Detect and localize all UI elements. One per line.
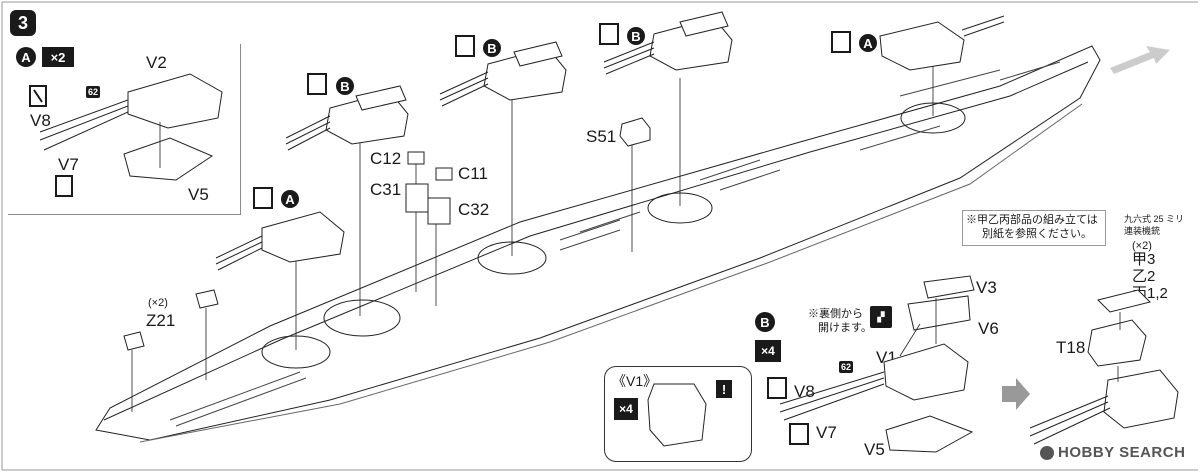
- v1-detail-box: [604, 366, 752, 462]
- aa-gun-sketch: [1029, 289, 1179, 445]
- inset-variant-badge: A: [16, 47, 36, 67]
- inset-label-v8: V8: [30, 111, 51, 130]
- note-box-line2: 別紙を参照ください。: [982, 228, 1092, 240]
- turret-b-badge-2: B: [483, 39, 501, 57]
- sub-b-multiplier-badge: ×4: [755, 340, 781, 362]
- proceed-arrow-icon: [1002, 378, 1030, 410]
- part-c12-shape: [407, 151, 425, 165]
- direction-arrow-icon: [1110, 46, 1170, 74]
- nipper-icons: [29, 23, 851, 445]
- step-number: 3: [17, 12, 28, 33]
- part-c11-shape: [435, 167, 453, 181]
- part-s51-shape: [619, 117, 651, 147]
- step-number-badge: 3: [10, 10, 36, 36]
- aa-gun-line-a: 甲3: [1132, 251, 1156, 268]
- watermark-logo: HOBBY SEARCH: [1040, 444, 1185, 461]
- inset-turret-sketch: [39, 73, 223, 181]
- nipper-icon-b2: [455, 35, 475, 57]
- part-label-c12: C12: [370, 149, 402, 168]
- inset-label-v2: V2: [146, 53, 167, 72]
- inset-frame: [8, 44, 241, 215]
- sub-b-label-v6: V6: [978, 319, 999, 338]
- note-box-line1: ※甲乙丙部品の組み立ては: [966, 214, 1098, 226]
- inset-multiplier-badge: ×2: [42, 47, 74, 67]
- nipper-icon-sub-b-1: [767, 377, 787, 399]
- part-c32-shape: [427, 197, 451, 225]
- nipper-icon-inset-2: [55, 175, 73, 197]
- part-c31-shape: [405, 183, 429, 213]
- v1-box-exclaim-icon: !: [716, 380, 732, 398]
- inset-label-v5: V5: [188, 185, 209, 204]
- watermark-mark-icon: [1040, 445, 1054, 460]
- part-z21-a-shape: [123, 331, 145, 351]
- part-label-s51: S51: [586, 127, 617, 146]
- sub-b-label-v5: V5: [864, 440, 885, 459]
- sub-b-label-v7: V7: [816, 423, 837, 442]
- sub-b-label-v8: V8: [794, 382, 815, 401]
- turret-b3-sketch: [603, 11, 733, 75]
- turret-b-badge-1: B: [336, 77, 354, 95]
- barbette-2: [323, 299, 401, 337]
- sub-b-label-v3: V3: [976, 278, 997, 297]
- deck-detail-lines: [559, 61, 1061, 251]
- aa-gun-qty: (×2): [1132, 240, 1152, 252]
- turret-b-badge-3: B: [627, 27, 645, 45]
- part-label-c31: C31: [370, 180, 402, 199]
- nipper-icon-inset-1: [29, 85, 47, 107]
- sub-b-note-line2: 開けます。: [818, 322, 872, 334]
- hull-waterline: [139, 103, 1083, 443]
- v1-detail-inner: [647, 383, 707, 447]
- v1-box-label: 《V1》: [612, 373, 658, 389]
- hull-outline: [95, 45, 1101, 441]
- sub-b-note-line1: ※裏側から: [808, 308, 863, 320]
- part-label-z21: Z21: [146, 311, 176, 330]
- part-label-c11: C11: [458, 164, 488, 183]
- aa-gun-line-b: 乙2: [1132, 268, 1156, 285]
- turret-a-top-sketch: [879, 15, 1005, 71]
- note-box: [962, 210, 1106, 246]
- aa-gun-part-t18: T18: [1056, 338, 1086, 357]
- sub-b-open-hole-icon: ▞: [870, 306, 892, 328]
- turret-a-badge-fore: A: [281, 190, 299, 208]
- nipper-icon-b1: [307, 73, 327, 95]
- aa-gun-title-2: 連装機銃: [1124, 226, 1161, 236]
- inset-part62-badge: 62: [86, 86, 100, 98]
- turret-b2-sketch: [439, 41, 567, 107]
- nipper-icon-sub-b-2: [789, 423, 809, 445]
- part-z21-b-shape: [195, 289, 219, 309]
- sub-b-part62-badge: 62: [839, 361, 853, 373]
- sub-b-variant-badge: B: [755, 312, 775, 332]
- part-label-c32: C32: [458, 200, 490, 219]
- part-z21-qty: (×2): [148, 297, 168, 309]
- aa-gun-title-1: 九六式 25 ミリ: [1124, 214, 1185, 224]
- sub-b-turret-sketch: [779, 275, 975, 453]
- turret-b1-sketch: [285, 85, 409, 151]
- nipper-icon-b3: [599, 23, 619, 45]
- v1-box-qty-badge: ×4: [614, 398, 638, 420]
- turret-a-fore-sketch: [215, 211, 345, 271]
- aft-rail: [169, 371, 307, 427]
- turret-a-badge-top: A: [859, 34, 877, 52]
- nipper-icon-a-top: [831, 31, 851, 53]
- nipper-icon-a-fore: [253, 187, 273, 209]
- inset-label-v7: V7: [58, 155, 79, 174]
